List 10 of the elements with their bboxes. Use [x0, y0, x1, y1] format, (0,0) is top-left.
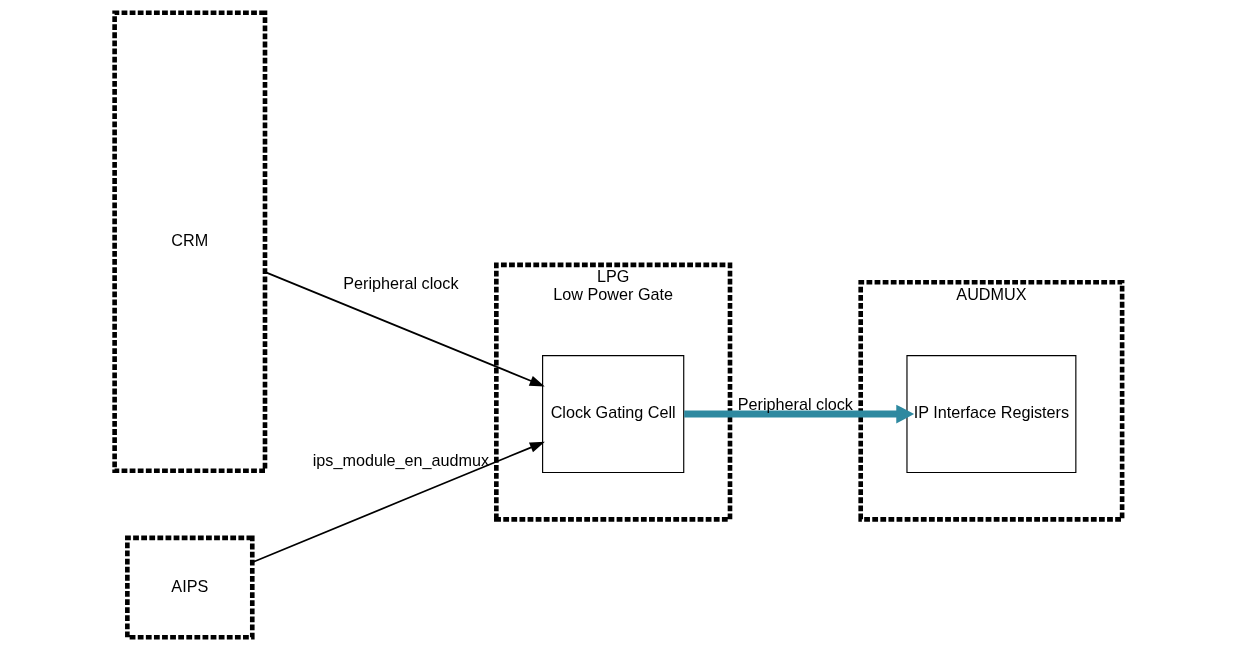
- arrow: [683, 404, 914, 424]
- edge-label: Peripheral clock: [737, 394, 853, 413]
- node-box: AIPS: [124, 535, 255, 640]
- edge-label: Peripheral clock: [342, 274, 458, 293]
- edge-label: ips_module_en_audmux: [312, 451, 489, 470]
- node-box: IP Interface Registers: [905, 355, 1076, 474]
- node-box: Clock Gating Cell: [541, 355, 684, 474]
- node-box: CRM: [111, 10, 267, 474]
- arrow: [263, 271, 545, 387]
- arrow: [251, 441, 545, 564]
